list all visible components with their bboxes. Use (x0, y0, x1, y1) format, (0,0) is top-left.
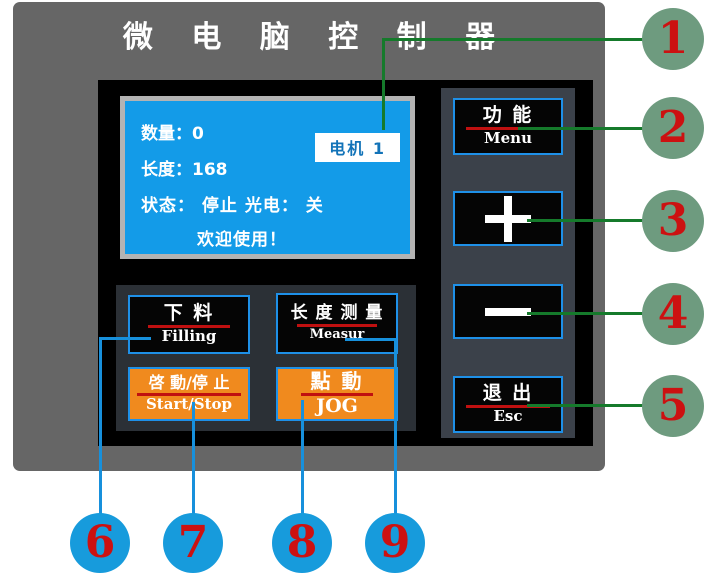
filling-label-cn: 下 料 (163, 302, 215, 325)
callout-number-5: 5 (657, 380, 689, 431)
callout-number-9: 9 (379, 517, 411, 568)
startstop-label-cn: 啓 動/停 止 (148, 373, 230, 393)
callout-number-1: 1 (657, 13, 689, 64)
measur-button[interactable]: 长 度 测 量 Measur (276, 293, 398, 354)
esc-label-en: Esc (493, 407, 523, 426)
callout-bubble-9[interactable]: 9 (365, 513, 425, 573)
esc-button[interactable]: 退 出 Esc (453, 376, 563, 433)
callout-line-8 (301, 400, 304, 519)
lcd-quantity-line: 数量：0 (141, 124, 204, 144)
right-key-group: 功 能 Menu 退 出 Esc (441, 88, 575, 438)
callout-line-9-h (345, 338, 397, 341)
callout-line-1-v (382, 38, 385, 130)
callout-bubble-8[interactable]: 8 (272, 513, 332, 573)
callout-number-4: 4 (657, 288, 689, 339)
jog-label-cn: 點 動 (310, 369, 364, 394)
menu-rule (466, 127, 550, 131)
left-key-group: 下 料 Filling 长 度 测 量 Measur 啓 動/停 止 Start… (116, 285, 416, 431)
minus-sign-icon (485, 289, 531, 335)
callout-line-9-v (394, 338, 397, 519)
lcd-length-line: 长度：168 (141, 160, 228, 180)
callout-bubble-1[interactable]: 1 (642, 8, 704, 70)
callout-line-5 (527, 404, 644, 407)
jog-label-en: JOG (316, 395, 358, 418)
callout-bubble-2[interactable]: 2 (642, 97, 704, 159)
device-panel: 微 电 脑 控 制 器 数量：0 长度：168 状态： 停止 光电： 关 欢迎使… (13, 2, 605, 471)
lcd-bezel: 数量：0 长度：168 状态： 停止 光电： 关 欢迎使用！ 电机 1 (120, 96, 415, 259)
menu-label-cn: 功 能 (482, 104, 534, 127)
startstop-rule (137, 393, 241, 397)
motor-badge: 电机 1 (315, 133, 400, 162)
measur-label-cn: 长 度 测 量 (290, 303, 384, 324)
callout-number-3: 3 (657, 195, 689, 246)
menu-button[interactable]: 功 能 Menu (453, 98, 563, 155)
callout-line-3 (527, 219, 644, 222)
callout-bubble-7[interactable]: 7 (163, 513, 223, 573)
callout-bubble-4[interactable]: 4 (642, 283, 704, 345)
esc-rule (466, 405, 550, 409)
callout-number-6: 6 (84, 517, 116, 568)
jog-button[interactable]: 點 動 JOG (276, 367, 398, 421)
esc-label-cn: 退 出 (482, 382, 534, 405)
lcd-status-line: 状态： 停止 光电： 关 (141, 196, 324, 216)
callout-bubble-5[interactable]: 5 (642, 375, 704, 437)
measur-label-en: Measur (309, 327, 365, 343)
callout-bubble-3[interactable]: 3 (642, 190, 704, 252)
filling-button[interactable]: 下 料 Filling (128, 295, 250, 354)
callout-line-4 (527, 312, 644, 315)
plus-sign-icon (485, 195, 531, 242)
lcd-screen[interactable]: 数量：0 长度：168 状态： 停止 光电： 关 欢迎使用！ 电机 1 (125, 101, 410, 254)
callout-line-1-h (382, 38, 644, 41)
callout-line-6-v (99, 337, 102, 519)
callout-bubble-6[interactable]: 6 (70, 513, 130, 573)
filling-rule (148, 325, 230, 329)
startstop-label-en: Start/Stop (145, 395, 233, 414)
measur-rule (297, 324, 377, 328)
inner-board: 数量：0 长度：168 状态： 停止 光电： 关 欢迎使用！ 电机 1 下 料 … (98, 80, 593, 446)
jog-rule (301, 393, 373, 397)
callout-number-2: 2 (657, 102, 689, 153)
startstop-button[interactable]: 啓 動/停 止 Start/Stop (128, 367, 250, 421)
lcd-welcome-line: 欢迎使用！ (197, 230, 287, 250)
menu-label-en: Menu (484, 129, 532, 148)
page-title: 微 电 脑 控 制 器 (122, 20, 510, 55)
callout-number-8: 8 (286, 517, 318, 568)
plus-button[interactable] (453, 191, 563, 246)
callout-line-2 (518, 127, 644, 130)
callout-number-7: 7 (177, 517, 209, 568)
callout-line-7 (192, 402, 195, 519)
filling-label-en: Filling (161, 327, 217, 346)
callout-line-6-h (99, 337, 151, 340)
minus-button[interactable] (453, 284, 563, 339)
